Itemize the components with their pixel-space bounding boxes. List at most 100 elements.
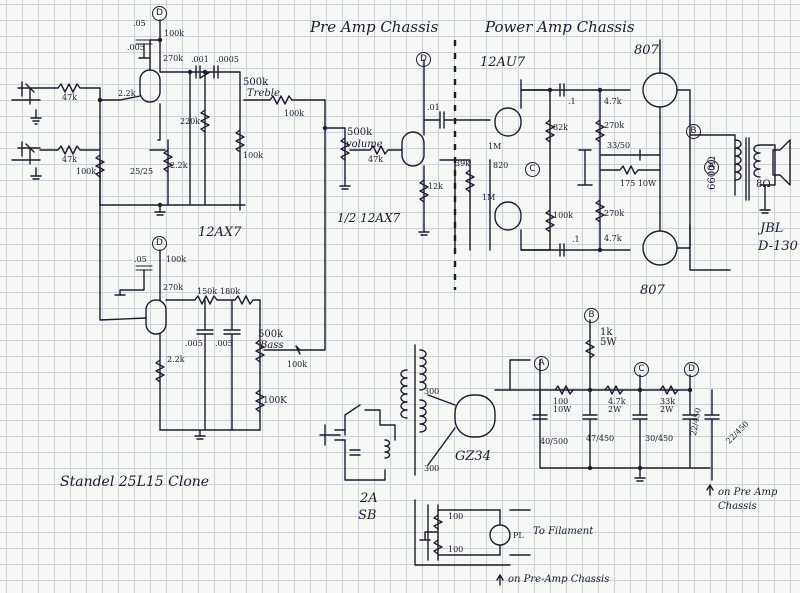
supply-r3-label: 33k 2W [660,397,676,414]
807-bottom [642,230,678,266]
bass-pot [255,339,265,363]
output-transformer-primary [734,139,742,181]
v1b-tube [145,299,167,335]
preamp-chassis-heading: Pre Amp Chassis [310,18,439,36]
r-1m-a-label: 1M [488,142,502,151]
r-270k-a-power-label: 270k [604,121,625,130]
node-c-supply: C [634,362,649,377]
node-d-supply: D [684,362,699,377]
tube-label-807-bottom: 807 [640,283,665,298]
r-1m-b-label: 1M [482,193,496,202]
r-100k-out-label: 100k [243,151,264,160]
node-a-supply: A [534,356,549,371]
grid-resistor [95,154,105,178]
c-005-label: .005 [127,43,145,52]
node-b-supply: B [584,308,599,323]
tube-label-807-top: 807 [634,43,659,58]
r-220k-label: 220k [180,117,201,126]
filament-resistor-2: 100 [448,545,464,554]
r-180k-label: 180k [220,287,241,296]
node-b-poweramp: B [686,124,701,139]
volume-pot-value: 500k [347,127,373,138]
r-47k-a-power-label: 4.7k [604,97,622,106]
c-1-a-label: .1 [568,97,576,106]
input-jacks [11,81,42,180]
bass-pot-value: 500k [258,329,284,340]
r-270k-label: 270k [163,54,184,63]
input-resistor-1 [39,83,101,93]
r-270k-b-label: 270k [163,283,184,292]
r-100k-out [235,129,245,153]
r-47k-a-label: 47k [62,93,78,102]
treble-pot-name: Treble [247,88,280,99]
filament-resistor-1: 100 [448,512,464,521]
tube-label-half-12ax7: 1/2 12AX7 [337,211,401,225]
c-0005-label: .0005 [216,55,239,64]
speaker-brand: JBL [760,221,784,236]
c-1-b-label: .1 [572,235,580,244]
treble-resistor [243,95,326,105]
speaker-model: D-130 [758,239,798,254]
r-270k-b-power-label: 270k [604,209,625,218]
volume-pot [340,137,350,161]
c-33-50-label: 33/50 [607,141,631,150]
c-005-b-label: .005 [185,339,203,348]
fuse-rating: 2A [360,491,378,506]
tube-label-12ax7: 12AX7 [198,225,242,240]
bass-pot-name: Bass [260,340,284,351]
r-820-label: 820 [493,161,509,170]
treble-pot-value: 500k [243,77,269,88]
pilot-lamp-label: PL [513,531,524,540]
r-100k-top-label: 100k [164,29,185,38]
c-05-label: .05 [133,19,146,28]
v1-tube [139,69,161,103]
r-100k-bot-label: 100K [263,396,287,406]
on-preamp-chassis-note-2: on Pre Amp Chassis [718,487,778,512]
r-22k-b-label: 2.2k [170,161,188,170]
r-175-label: 175 10W [620,179,657,188]
cathode-r [163,149,173,173]
c-05-b-label: .05 [134,255,147,264]
r-22k-c-label: 2.2k [167,355,185,364]
c-005-c-label: .005 [215,339,233,348]
choke-label: 1k 5W [600,327,617,348]
supply-c1-label: 40/500 [540,437,569,446]
speaker-impedance: 8Ω [756,179,771,190]
r-39k-label: 39k [455,159,471,168]
winding-bottom-label: 300 [424,464,440,473]
node-c-poweramp: C [525,162,540,177]
r-47k-b-power-label: 4.7k [604,234,622,243]
supply-r2-label: 4.7k 2W [608,397,626,414]
node-d-preamp-bottom: D [152,236,167,251]
r-82k-label: 82k [553,123,569,132]
bass-network [159,295,261,305]
r-47k-vol-label: 47k [368,155,384,164]
half-12ax7-tube [401,131,425,167]
supply-c2-label: 47/450 [586,434,615,443]
12au7-bottom [494,201,522,231]
r-100k-power-label: 100k [553,211,574,220]
r-220k [200,109,210,133]
807-top [642,72,678,108]
tube-label-12au7: 12AU7 [480,55,526,70]
power-amp-chassis-heading: Power Amp Chassis [485,18,635,36]
r-100k-bass-bottom [255,389,265,413]
c-01-label: .01 [427,103,440,112]
c-001-label: .001 [191,55,209,64]
r-47k-b-label: 47k [62,155,78,164]
on-preamp-chassis-note: on Pre-Amp Chassis [508,574,610,585]
node-d-halfamp: D [416,52,431,67]
supply-r1-label: 100 10W [553,397,572,414]
node-d-preamp-top: D [152,6,167,21]
r-12k-label: 12k [428,182,444,191]
ac-plug [319,424,346,446]
schematic-title: Standel 25L15 Clone [60,474,210,490]
input-resistor-2 [39,145,101,155]
gz34-tube [454,394,496,438]
r-100k-b-label: 100k [166,255,187,264]
supply-c3-label: 30/450 [645,434,674,443]
12au7-top [494,107,522,137]
pilot-lamp [489,524,511,546]
